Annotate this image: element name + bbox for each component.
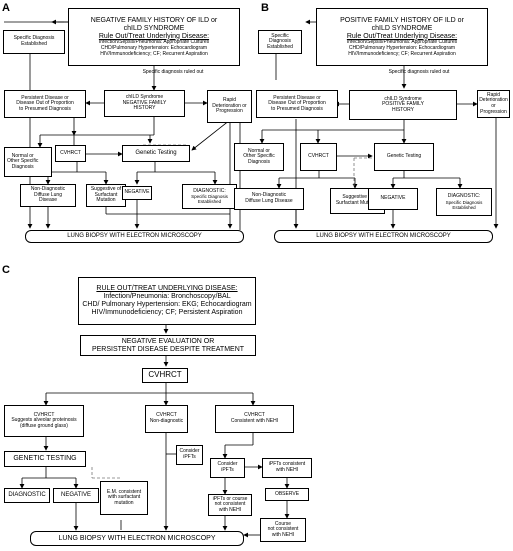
panel-a-rule-heading: Rule Out/Treat Underlying Disease: xyxy=(98,32,210,40)
panel-c-ipfts-consistent-box: iPFTs consistent with NEHI xyxy=(262,458,312,478)
panel-b-family-history-box: POSITIVE FAMILY HISTORY OF ILD or chILD … xyxy=(316,8,488,66)
panel-b-genetic-testing-box: Genetic Testing xyxy=(374,143,434,171)
panel-b-diagnostic-label: DIAGNOSTIC: xyxy=(447,193,481,200)
panel-b-biopsy-box: LUNG BIOPSY WITH ELECTRON MICROSCOPY xyxy=(274,230,493,243)
panel-b-top-line-1: POSITIVE FAMILY HISTORY OF ILD or xyxy=(340,16,464,24)
panel-c-genetic-testing-box: GENETIC TESTING xyxy=(4,451,86,467)
panel-a-top-line-2: chILD SYNDROME xyxy=(123,24,185,32)
panel-a-label: A xyxy=(2,2,10,14)
panel-a-nondiagnostic-box: Non-Diagnostic Diffuse Lung Disease xyxy=(20,184,76,207)
panel-b-ruled-out-label: Specific diagnosis ruled out xyxy=(388,69,450,75)
panel-b-rule-line-3: HIV/Immunodeficiency; CF; Recurrent Aspi… xyxy=(348,50,456,57)
panel-b-negative-box: NEGATIVE xyxy=(368,188,418,210)
panel-c-biopsy-box: LUNG BIOPSY WITH ELECTRON MICROSCOPY xyxy=(30,531,244,546)
panel-b-rule-heading: Rule Out/Treat Underlying Disease: xyxy=(346,32,458,40)
panel-b-normal-box: Normal or Other Specific Diagnosis xyxy=(234,143,284,171)
panel-b-rule-line-2: CHD/Pulmonary Hypertension: Echocardiogr… xyxy=(348,44,456,51)
panel-c-rule-line-3: HIV/Immunodeficiency; CF; Persistent Asp… xyxy=(91,308,243,316)
panel-a-family-history-box: NEGATIVE FAMILY HISTORY OF ILD or chILD … xyxy=(68,8,240,66)
panel-a-top-line-1: NEGATIVE FAMILY HISTORY OF ILD or xyxy=(90,16,218,24)
panel-a-cvhrct-box: CVHRCT xyxy=(55,145,86,162)
panel-b-diagnostic-box: DIAGNOSTIC: Specific Diagnosis Establish… xyxy=(436,188,492,216)
panel-c-rule-out-box: RULE OUT/TREAT UNDERLYING DISEASE: Infec… xyxy=(78,277,256,325)
panel-b-diagnostic-sub: Specific Diagnosis Established xyxy=(445,199,483,210)
panel-a-ruled-out-label: Specific diagnosis ruled out xyxy=(142,69,204,75)
panel-c-cvhrct-box: CVHRCT xyxy=(142,368,188,383)
panel-a-diagnostic-label: DIAGNOSTIC: xyxy=(193,187,226,194)
panel-a-rapid-box: Rapid Deterioration or Progression xyxy=(207,90,252,123)
panel-a-persistent-box: Persistent Disease or Disease Out of Pro… xyxy=(4,90,86,118)
panel-c-alveolar-box: CVHRCT Suggests alveolar proteinosis (di… xyxy=(4,405,84,437)
panel-b-label: B xyxy=(261,2,269,14)
panel-b-cvhrct-box: CVHRCT xyxy=(300,143,337,171)
panel-c-consider-ipfts-box-2: Consider iPFTs xyxy=(210,458,245,478)
panel-c-rule-line-1: Infection/Pneumonia: Bronchoscopy/BAL xyxy=(103,293,231,301)
panel-c-course-box: Course not consistent with NEHI xyxy=(260,518,306,542)
panel-b-rapid-box: Rapid Deterioration or Progression xyxy=(477,90,510,118)
panel-a-rule-line-2: CHD/Pulmonary Hypertension: Echocardiogr… xyxy=(100,44,208,51)
panel-a-rule-line-1: Infection/Sepsis/Pneumonia: Appropriate … xyxy=(98,39,210,46)
panel-a-normal-box: Normal or Other Specific Diagnosis xyxy=(4,147,52,177)
panel-c-nehi-box: CVHRCT Consistent with NEHI xyxy=(215,405,294,433)
panel-b-specific-established-box: Specific Diagnosis Established xyxy=(258,30,302,54)
panel-c-em-box: E.M. consistent with surfactant mutation xyxy=(100,481,148,515)
panel-c-negative-box: NEGATIVE xyxy=(53,488,99,503)
panel-a-diagnostic-box: DIAGNOSTIC: Specific Diagnosis Establish… xyxy=(182,184,237,209)
panel-a-diagnostic-sub: Specific Diagnosis Established xyxy=(191,194,228,205)
panel-c-rule-heading: RULE OUT/TREAT UNDERLYING DISEASE: xyxy=(96,285,238,293)
panel-a-rule-line-3: HIV/Immunodeficiency; CF; Recurrent Aspi… xyxy=(100,50,208,57)
panel-b-nondiagnostic-box: Non-Diagnostic Diffuse Lung Disease xyxy=(234,188,304,210)
panel-c-consider-ipfts-box-1: Consider iPFTs xyxy=(176,445,203,465)
panel-b-top-line-2: chILD SYNDROME xyxy=(371,24,433,32)
panel-b-rule-line-1: Infection/Sepsis/Pneumonia: Appropriate … xyxy=(346,39,458,46)
panel-c-label: C xyxy=(2,264,10,276)
panel-a-genetic-testing-box: Genetic Testing xyxy=(122,145,190,162)
panel-c-observe-box: OBSERVE xyxy=(265,488,309,501)
panel-c-ipfts-course-box: iPFTs or course not consistent with NEHI xyxy=(208,494,252,516)
panel-b-child-box: chILD Syndrome POSITIVE FAMILY HISTORY xyxy=(349,90,457,120)
panel-a-child-box: chILD Syndrome NEGATIVE FAMILY HISTORY xyxy=(104,90,185,117)
panel-b-persistent-box: Persistent Disease or Disease Out of Pro… xyxy=(256,90,338,118)
panel-c-negative-evaluation-box: NEGATIVE EVALUATION OR PERSISTENT DISEAS… xyxy=(80,335,256,356)
panel-a-negative-box: NEGATIVE xyxy=(122,186,152,200)
panel-c-diagnostic-box: DIAGNOSTIC xyxy=(4,488,50,503)
panel-c-nondiagnostic-box: CVHRCT Non-diagnostic xyxy=(145,405,188,433)
panel-a-suggestive-box: Suggestive of Surfactant Mutation xyxy=(86,184,126,207)
panel-c-rule-line-2: CHD/ Pulmonary Hypertension: EKG; Echoca… xyxy=(82,301,252,308)
panel-a-specific-established-box: Specific Diagnosis Established xyxy=(3,30,65,54)
panel-a-biopsy-box: LUNG BIOPSY WITH ELECTRON MICROSCOPY xyxy=(25,230,244,243)
